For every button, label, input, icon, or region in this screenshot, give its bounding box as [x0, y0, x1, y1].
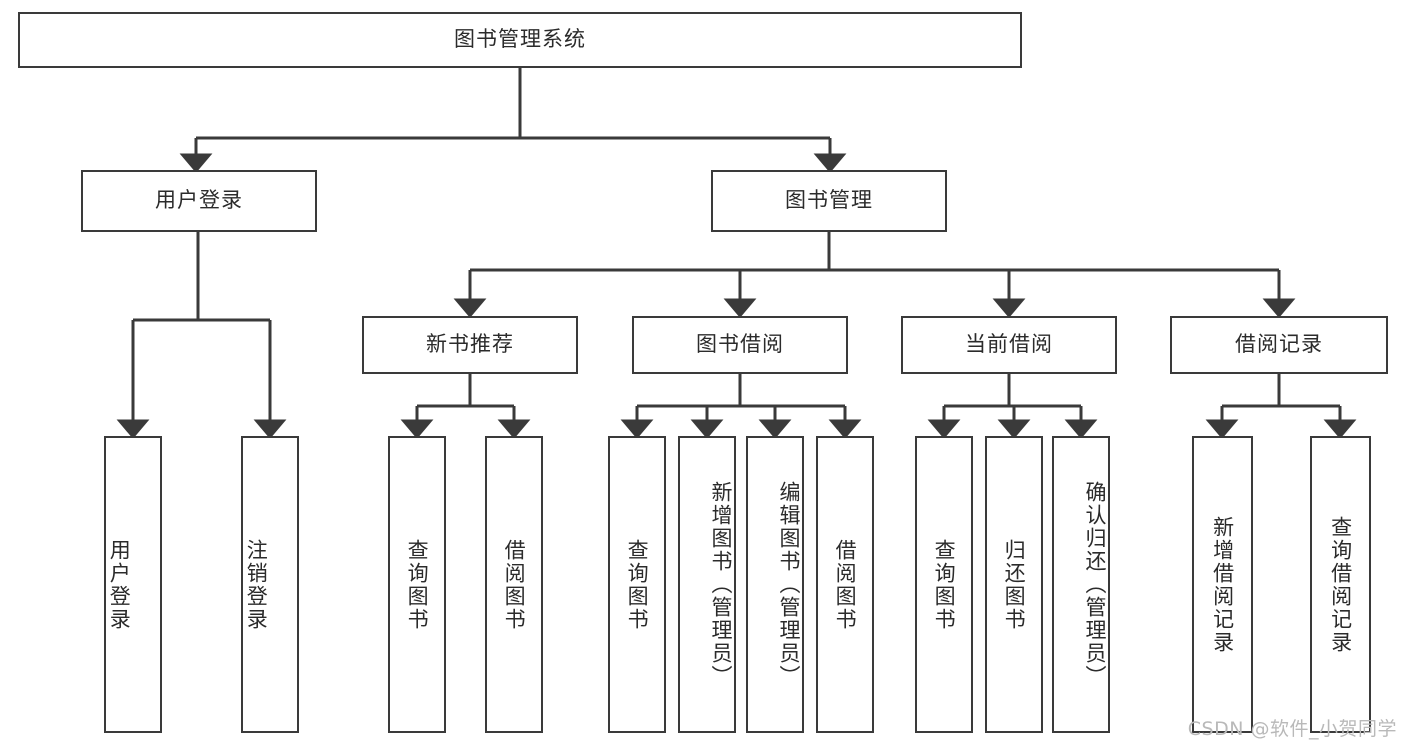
csdn-watermark: CSDN @软件_小贺同学: [1187, 718, 1397, 740]
node-leaf-add-book[interactable]: 新增图书（管理员）: [678, 436, 736, 733]
node-borrow-record[interactable]: 借阅记录: [1170, 316, 1388, 374]
node-leaf-query-book-3[interactable]: 查询图书: [915, 436, 973, 733]
node-leaf-query-book-1[interactable]: 查询图书: [388, 436, 446, 733]
node-user-login[interactable]: 用户登录: [81, 170, 317, 232]
node-leaf-user-login[interactable]: 用户登录: [104, 436, 162, 733]
node-leaf-query-borrow-record[interactable]: 查询借阅记录: [1310, 436, 1371, 733]
node-leaf-return-book[interactable]: 归还图书: [985, 436, 1043, 733]
node-root[interactable]: 图书管理系统: [18, 12, 1022, 68]
node-leaf-confirm-return[interactable]: 确认归还（管理员）: [1052, 436, 1110, 733]
node-leaf-add-borrow-record[interactable]: 新增借阅记录: [1192, 436, 1253, 733]
node-leaf-edit-book[interactable]: 编辑图书（管理员）: [746, 436, 804, 733]
node-book-management[interactable]: 图书管理: [711, 170, 947, 232]
node-book-borrow[interactable]: 图书借阅: [632, 316, 848, 374]
node-leaf-logout-login[interactable]: 注销登录: [241, 436, 299, 733]
node-leaf-borrow-book-2[interactable]: 借阅图书: [816, 436, 874, 733]
node-current-borrow[interactable]: 当前借阅: [901, 316, 1117, 374]
node-new-book-recommend[interactable]: 新书推荐: [362, 316, 578, 374]
node-leaf-borrow-book-1[interactable]: 借阅图书: [485, 436, 543, 733]
node-leaf-query-book-2[interactable]: 查询图书: [608, 436, 666, 733]
